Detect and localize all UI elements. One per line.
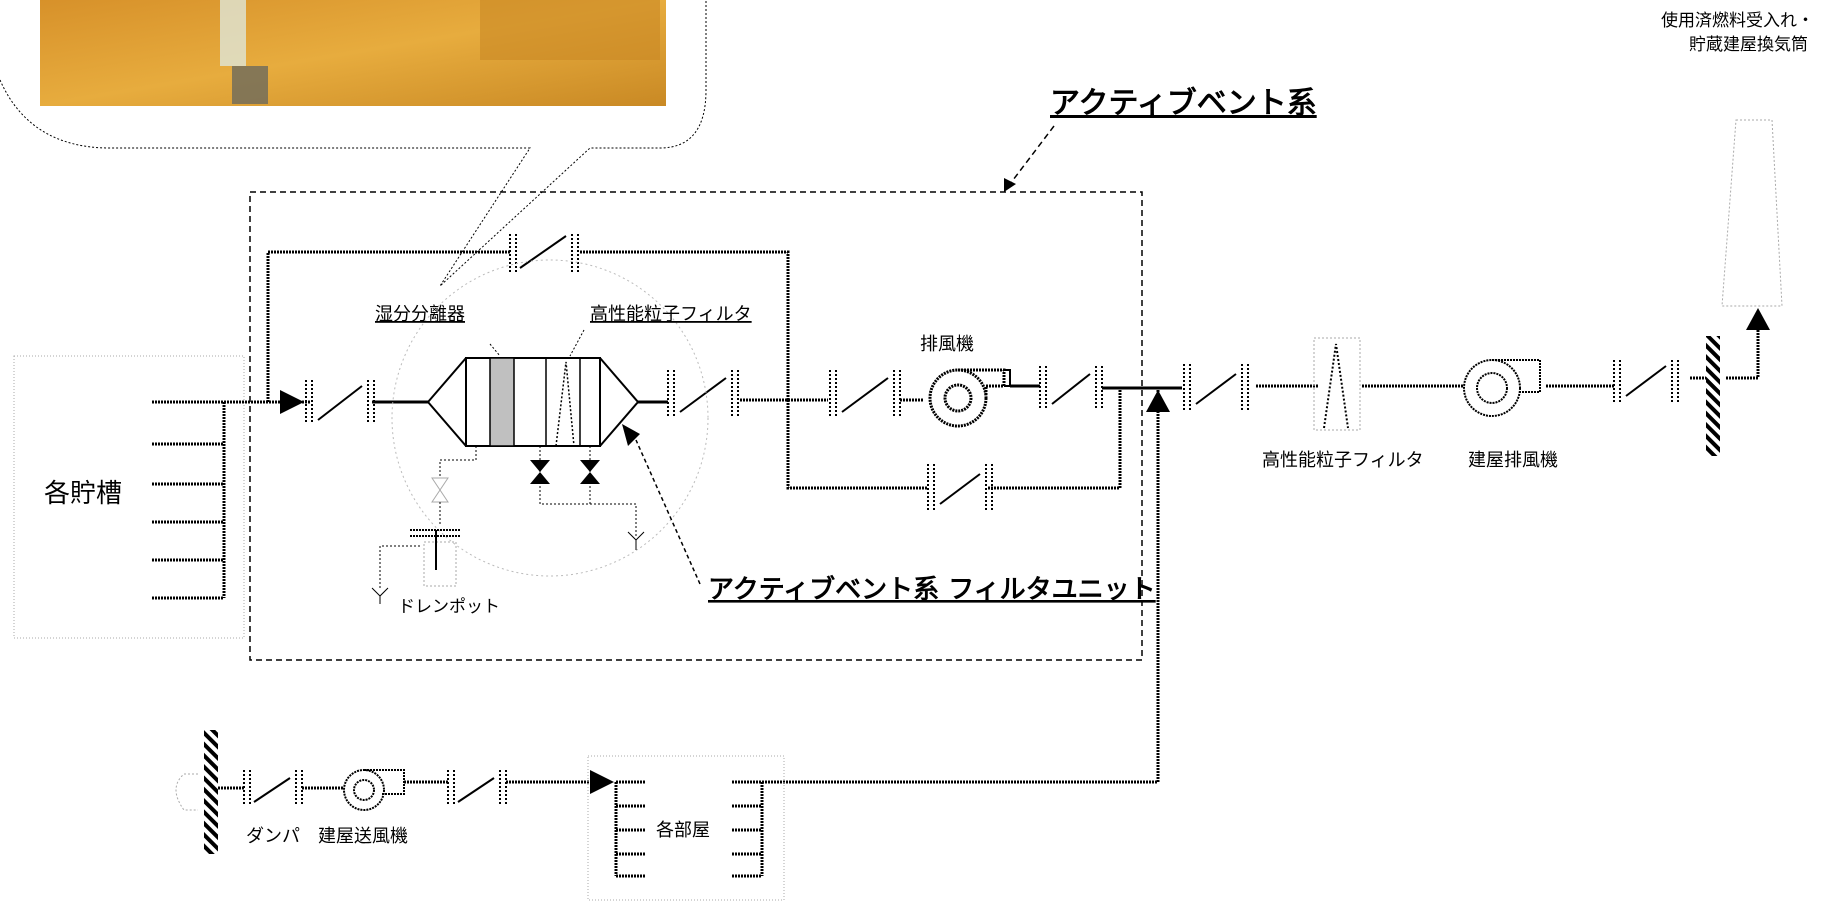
drain-pot-label: ドレンポット: [398, 597, 500, 617]
active-vent-system-title: アクティブベント系: [1050, 86, 1317, 121]
rooms-box: 各部屋: [588, 756, 784, 900]
valve-bypass-lower: [928, 464, 992, 510]
hepa-filter-unit-label: 高性能粒子フィルタ: [590, 304, 752, 325]
building-supply-fan-label: 建屋送風機: [318, 826, 408, 847]
stack-label-line2: 貯蔵建屋換気筒: [1689, 35, 1808, 55]
storage-tanks-label: 各貯槽: [44, 479, 122, 509]
valve-fan-inlet: [830, 370, 900, 416]
flow-arrow-rooms: [590, 770, 614, 794]
stack-wall: [1706, 336, 1720, 456]
supply-wall: [204, 730, 218, 854]
valve-fan-outlet: [1040, 366, 1102, 410]
building-exhaust-fan: [1464, 360, 1540, 416]
valve-supply-1: [244, 770, 302, 806]
ventilation-stack: [1706, 120, 1782, 456]
valve-inlet: [306, 380, 374, 424]
valve-supply-2: [448, 770, 506, 806]
drain-system: ドレンポット: [372, 446, 644, 617]
moisture-separator-element: [490, 358, 514, 446]
exhaust-fan: [930, 370, 1010, 426]
building-hepa-filter-label: 高性能粒子フィルタ: [1262, 450, 1424, 471]
title-arrowhead: [1004, 178, 1016, 192]
exhaust-fan-label: 排風機: [920, 334, 974, 355]
drain-valve-1: [530, 460, 550, 472]
valve-building-line: [1184, 364, 1248, 410]
building-hepa-filter: [1314, 338, 1360, 430]
building-exhaust-fan-label: 建屋排風機: [1468, 450, 1558, 471]
drain-valve-2: [580, 460, 600, 472]
flow-arrow-building-line: [1146, 390, 1170, 412]
photo-callout: [0, 0, 706, 286]
rooms-label: 各部屋: [656, 820, 710, 841]
filter-unit-title: アクティブベント系 フィルタユニット: [708, 574, 1156, 605]
main-pipeline: [224, 252, 1758, 782]
moisture-separator-label: 湿分分離器: [375, 304, 465, 325]
damper-label: ダンパ: [246, 826, 300, 847]
valve-bypass-top: [510, 234, 578, 272]
flow-arrow-inlet: [280, 390, 304, 414]
stack-label-line1: 使用済燃料受入れ・: [1661, 10, 1814, 31]
storage-tanks-box: 各貯槽: [14, 356, 244, 638]
flow-arrow-stack: [1746, 308, 1770, 330]
drain-pot: [424, 542, 456, 586]
valve-stack-line: [1614, 360, 1678, 404]
